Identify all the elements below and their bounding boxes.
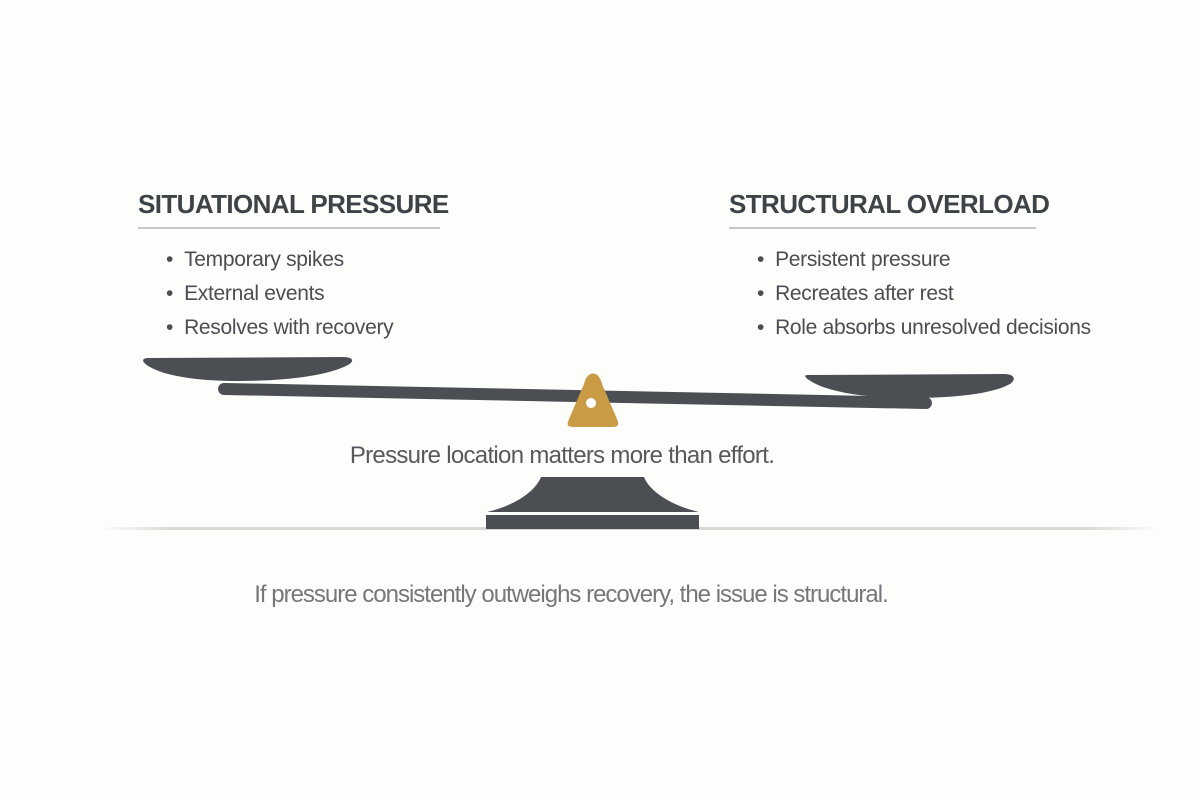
bullet-icon: • [757, 282, 765, 305]
situational-pressure-list: • Temporary spikes • External events • R… [138, 243, 518, 345]
bullet-icon: • [166, 282, 174, 305]
scale-beam [218, 382, 932, 410]
bullet-icon: • [166, 248, 174, 271]
bullet-text: Role absorbs unresolved decisions [775, 316, 1091, 339]
bullet-text: Persistent pressure [775, 248, 951, 271]
left-scale-pan [143, 357, 353, 381]
list-item: • External events [166, 277, 518, 311]
situational-pressure-panel: SITUATIONAL PRESSURE • Temporary spikes … [138, 191, 518, 345]
list-item: • Resolves with recovery [166, 311, 518, 345]
base-pedestal-top [487, 477, 699, 512]
bullet-text: Temporary spikes [184, 248, 344, 271]
bullet-text: External events [184, 282, 325, 305]
footer-caption: If pressure consistently outweighs recov… [254, 581, 889, 608]
list-item: • Temporary spikes [166, 243, 518, 277]
bullet-icon: • [757, 316, 765, 339]
structural-overload-list: • Persistent pressure • Recreates after … [729, 243, 1149, 345]
structural-overload-panel: STRUCTURAL OVERLOAD • Persistent pressur… [729, 191, 1149, 345]
fulcrum-pivot-hole [586, 398, 596, 408]
bullet-text: Resolves with recovery [184, 316, 394, 339]
structural-overload-title: STRUCTURAL OVERLOAD [729, 189, 1050, 219]
right-scale-pan [805, 374, 1014, 398]
bullet-icon: • [166, 316, 174, 339]
situational-pressure-title: SITUATIONAL PRESSURE [138, 189, 449, 219]
list-item: • Role absorbs unresolved decisions [757, 311, 1149, 345]
scale-caption: Pressure location matters more than effo… [349, 442, 775, 469]
base-pedestal-slab [486, 515, 699, 529]
title-underline [138, 227, 440, 229]
bullet-text: Recreates after rest [775, 282, 954, 305]
list-item: • Persistent pressure [757, 243, 1149, 277]
list-item: • Recreates after rest [757, 277, 1149, 311]
bullet-icon: • [757, 248, 765, 271]
title-underline [729, 227, 1036, 229]
